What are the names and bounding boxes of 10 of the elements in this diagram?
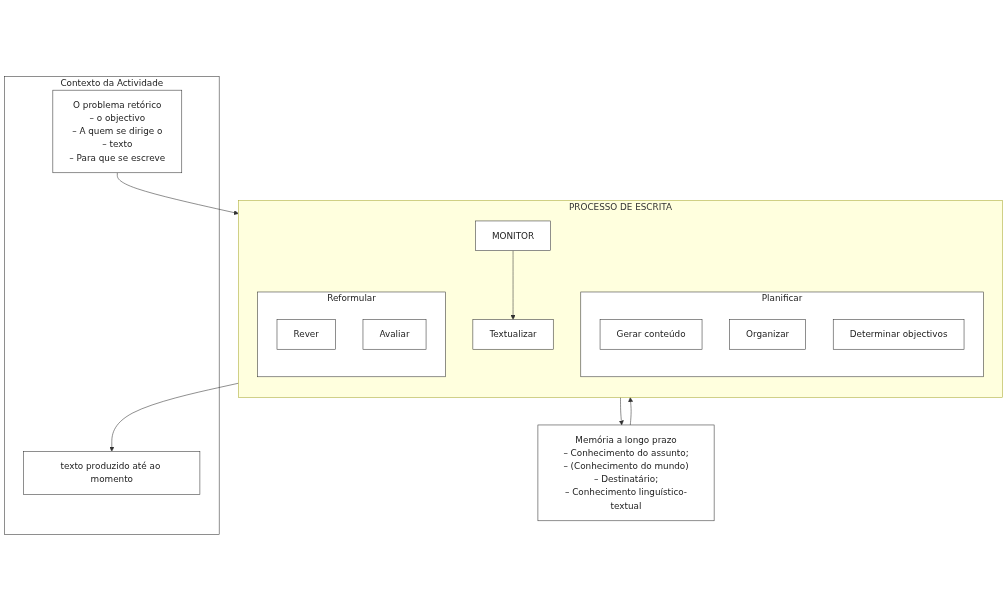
node-box: Organizar xyxy=(729,318,806,350)
node-box: Rever xyxy=(276,318,336,350)
node-box: Textualizar xyxy=(472,318,554,350)
node-box: Memória a longo prazo – Conhecimento do assunto; – (Conhecimento do mundo) – Destinatário; – Conhecimento linguístico-textual xyxy=(537,424,715,521)
node-box: Avaliar xyxy=(362,318,427,350)
node-box: texto produzido até ao momento xyxy=(23,450,201,495)
node-box: MONITOR xyxy=(475,220,551,251)
node-box: Gerar conteúdo xyxy=(599,318,703,350)
node-box: Determinar objectivos xyxy=(832,318,965,350)
node-box: O problema retórico – o objectivo – A quem se dirige o – texto – Para que se escreve xyxy=(52,89,183,173)
